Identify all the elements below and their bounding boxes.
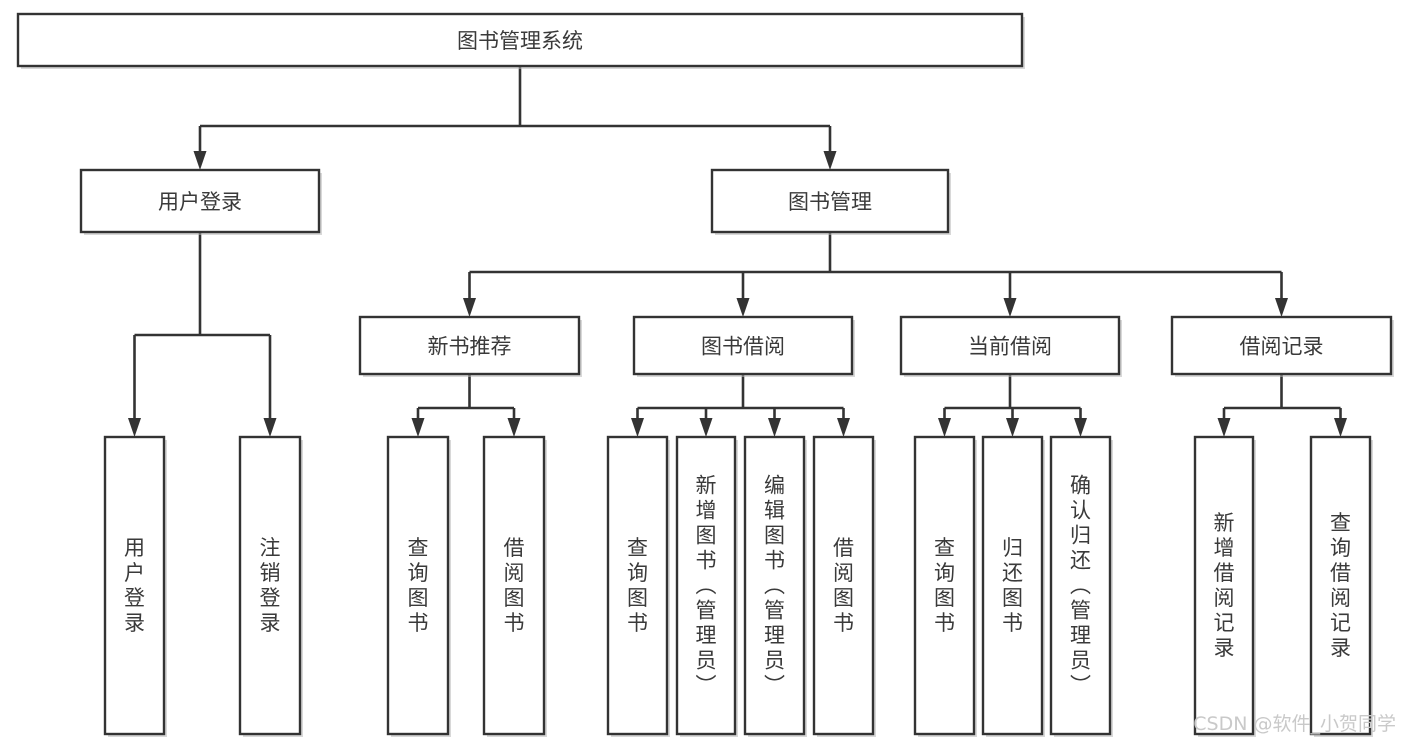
edge-group-root [193,66,837,170]
node-label: 借阅图书 [504,536,525,635]
node-label: 查询图书 [408,536,429,635]
node-box[interactable] [1170,315,1393,376]
node-box[interactable] [710,168,950,234]
arrow-head [1006,418,1019,437]
node-label: 查询借阅记录 [1330,511,1351,660]
node-leaf-query-book-2[interactable]: 查询图书 [606,435,670,737]
node-leaf-return-book[interactable]: 归还图书 [981,435,1045,737]
node-label: 确认归还︵管理员︶ [1070,474,1091,698]
arrow-head [631,418,644,437]
node-box[interactable] [675,435,737,736]
node-label: 查询图书 [627,536,648,635]
node-root[interactable]: 图书管理系统 [16,12,1025,69]
edge-group-book-borrow [631,374,850,437]
arrow-head [1003,298,1017,317]
edge-group-book-manage [463,232,1288,317]
node-book-borrow[interactable]: 图书借阅 [632,315,855,377]
node-box[interactable] [913,435,976,736]
node-leaf-query-book-1[interactable]: 查询图书 [386,435,451,737]
node-box[interactable] [386,435,450,736]
node-label: 图书管理 [788,190,872,214]
node-label: 图书借阅 [701,335,785,359]
node-label: 用户登录 [158,190,242,214]
arrow-head [823,151,837,170]
arrow-head [1275,298,1288,317]
node-leaf-user-login[interactable]: 用户登录 [103,435,167,737]
edge-group-user-login [128,232,277,437]
node-box[interactable] [238,435,302,736]
arrow-head [263,418,277,437]
node-label: 当前借阅 [968,335,1052,359]
arrow-head [736,298,750,317]
node-box[interactable] [358,315,581,376]
arrow-head [1334,418,1347,437]
node-box[interactable] [482,435,546,736]
node-label: 用户登录 [124,536,145,635]
arrow-head [193,151,207,170]
node-label: 新增图书︵管理员︶ [696,474,717,698]
node-leaf-add-record[interactable]: 新增借阅记录 [1193,435,1256,737]
node-box[interactable] [606,435,669,736]
node-leaf-add-book[interactable]: 新增图书︵管理员︶ [675,435,738,737]
node-label: 注销登录 [260,536,281,635]
arrow-head [1217,418,1231,437]
node-box[interactable] [103,435,166,736]
edge-group-new-book-recommend [411,374,521,437]
node-label: 借阅记录 [1240,335,1324,359]
node-book-manage[interactable]: 图书管理 [710,168,951,235]
node-box[interactable] [79,168,321,234]
node-leaf-query-book-3[interactable]: 查询图书 [913,435,977,737]
node-leaf-query-record[interactable]: 查询借阅记录 [1309,435,1373,737]
node-box[interactable] [1309,435,1372,736]
node-box[interactable] [981,435,1044,736]
node-leaf-edit-book[interactable]: 编辑图书︵管理员︶ [743,435,807,737]
node-current-borrow[interactable]: 当前借阅 [899,315,1122,377]
node-user-login[interactable]: 用户登录 [79,168,322,235]
arrow-head [837,418,850,437]
arrow-head [411,418,425,437]
node-layer: 图书管理系统用户登录图书管理新书推荐图书借阅当前借阅借阅记录用户登录注销登录查询… [16,12,1394,737]
node-leaf-borrow-book-2[interactable]: 借阅图书 [812,435,876,737]
node-box[interactable] [1193,435,1255,736]
node-label: 查询图书 [934,536,955,635]
node-label: 图书管理系统 [457,29,583,53]
node-label: 编辑图书︵管理员︶ [764,474,785,698]
node-leaf-confirm-return[interactable]: 确认归还︵管理员︶ [1049,435,1113,737]
connector-layer [128,66,1347,437]
node-label: 新书推荐 [428,335,512,359]
arrow-head [938,418,951,437]
arrow-head [768,418,781,437]
node-box[interactable] [743,435,806,736]
node-box[interactable] [812,435,875,736]
node-box[interactable] [632,315,854,376]
node-label: 新增借阅记录 [1214,511,1235,660]
edge-group-borrow-record [1217,374,1347,437]
node-box[interactable] [16,12,1024,68]
arrow-head [507,418,521,437]
arrow-head [699,418,713,437]
node-box[interactable] [1049,435,1112,736]
node-box[interactable] [899,315,1121,376]
node-label: 借阅图书 [833,536,854,635]
node-borrow-record[interactable]: 借阅记录 [1170,315,1394,377]
node-leaf-user-logout[interactable]: 注销登录 [238,435,303,737]
arrow-head [1074,418,1087,437]
node-label: 归还图书 [1002,536,1023,635]
arrow-head [128,418,141,437]
node-new-book-recommend[interactable]: 新书推荐 [358,315,582,377]
arrow-head [463,298,476,317]
node-leaf-borrow-book-1[interactable]: 借阅图书 [482,435,547,737]
csdn-watermark: CSDN @软件_小贺同学 [1193,713,1396,735]
edge-group-current-borrow [938,374,1087,437]
